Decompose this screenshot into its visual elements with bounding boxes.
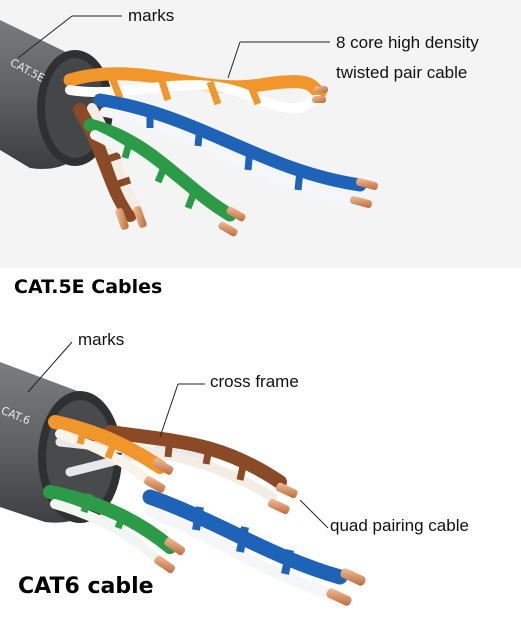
quad-leader	[299, 499, 329, 529]
cat6-cable-illustration	[0, 322, 521, 626]
green-pair	[83, 118, 246, 237]
cat5e-caption: CAT.5E Cables	[14, 276, 163, 298]
core-label-line2: twisted pair cable	[336, 63, 468, 82]
orange-pair	[48, 415, 174, 493]
blue-pair	[93, 93, 378, 209]
orange-pair	[63, 67, 328, 114]
blue-pair	[142, 489, 366, 606]
cross-frame-label: cross frame	[210, 372, 299, 391]
core-label-line1: 8 core high density	[336, 33, 479, 52]
cat5e-cable-illustration	[0, 0, 521, 268]
marks-label: marks	[128, 6, 175, 25]
cat6-figure: CAT.6 marks cross frame quad pairing cab…	[0, 322, 521, 626]
cat6-caption: CAT6 cable	[18, 574, 154, 599]
quad-pairing-label: quad pairing cable	[330, 516, 469, 535]
marks-leader	[27, 341, 73, 393]
cat5e-figure: CAT.5E marks 8 core high density twisted…	[0, 0, 521, 268]
marks-label: marks	[78, 330, 125, 349]
green-pair	[43, 485, 186, 574]
